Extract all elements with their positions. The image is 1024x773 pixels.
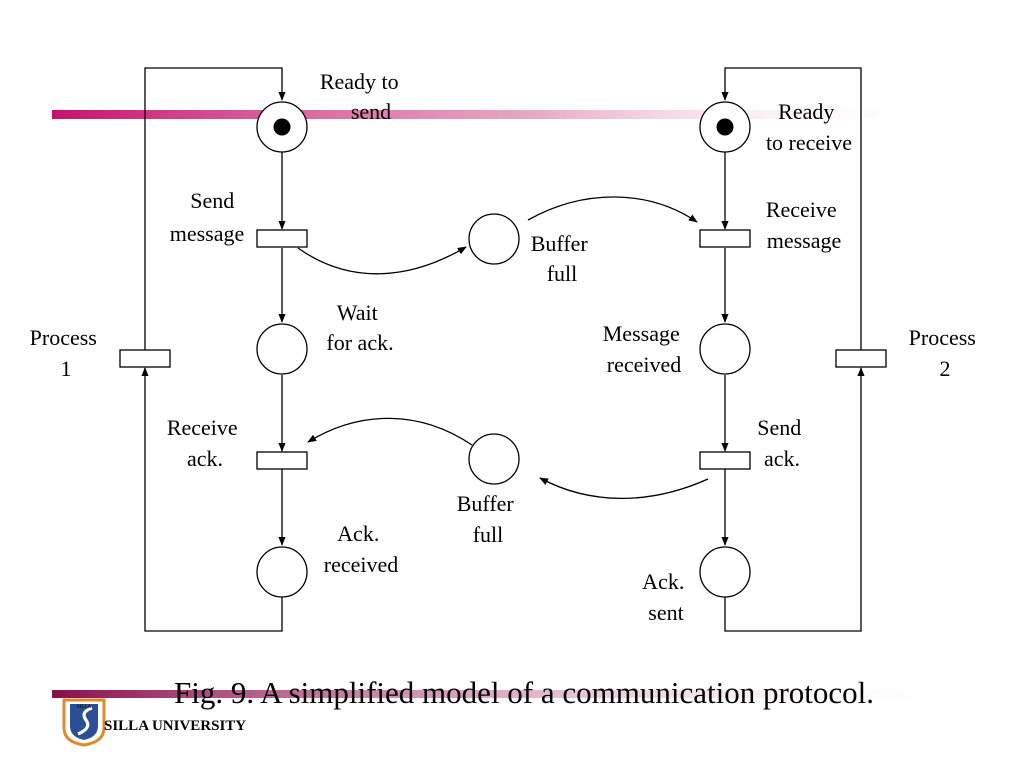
label-message-received: Message received [603, 321, 685, 377]
label-ack-received: Ack. received [324, 521, 399, 577]
arc-send-message-to-buffer-top [297, 246, 467, 275]
arc-loop-left [144, 67, 286, 350]
place-ack-received [256, 546, 308, 598]
arc-send-ack-to-buffer-bottom [539, 477, 709, 500]
token-icon [273, 118, 291, 136]
place-buffer-full-top [468, 213, 520, 265]
arc-ack-received-to-process-1 [141, 367, 283, 632]
label-receive-message: Receive message [766, 197, 842, 253]
place-wait-for-ack [256, 323, 308, 375]
figure-caption: Fig. 9. A simplified model of a communic… [174, 675, 874, 710]
transition-receive-ack [256, 451, 308, 470]
label-process-2: Process 2 [909, 325, 982, 381]
place-buffer-full-bottom [468, 433, 520, 485]
label-send-ack: Send ack. [757, 415, 807, 471]
transition-process-1 [119, 349, 171, 368]
label-wait-for-ack: Wait for ack. [326, 300, 393, 355]
transition-receive-message [699, 229, 751, 248]
emblem-lettering: SILLA [77, 705, 92, 710]
arc-ack-sent-to-process-2 [724, 367, 865, 632]
transition-send-ack [699, 451, 751, 470]
token-icon [716, 118, 734, 136]
place-ack-sent [699, 546, 751, 598]
label-ack-sent: Ack. sent [642, 569, 690, 625]
logo-name: SILLA UNIVERSITY [104, 718, 246, 734]
silla-university-emblem-icon: SILLA [62, 698, 106, 747]
label-ready-to-receive: Ready to receive [766, 99, 852, 155]
label-send-message: Send message [170, 188, 245, 246]
place-ready-to-receive [699, 101, 751, 153]
label-receive-ack: Receive ack. [167, 415, 243, 471]
transition-process-2 [835, 349, 887, 368]
transition-send-message [256, 229, 308, 248]
place-message-received [699, 323, 751, 375]
arc-loop-right [721, 67, 862, 350]
arc-buffer-top-to-receive-message [527, 196, 698, 223]
label-buffer-full-top: Buffer full [531, 231, 594, 286]
label-buffer-full-bottom: Buffer full [457, 491, 520, 547]
place-ready-to-send [256, 101, 308, 153]
arc-buffer-bottom-to-receive-ack [307, 417, 473, 446]
top-accent-bar [52, 110, 932, 119]
bottom-accent-bar [52, 690, 972, 698]
label-ready-to-send: Ready to send [320, 69, 404, 124]
label-process-1: Process 1 [30, 325, 103, 381]
